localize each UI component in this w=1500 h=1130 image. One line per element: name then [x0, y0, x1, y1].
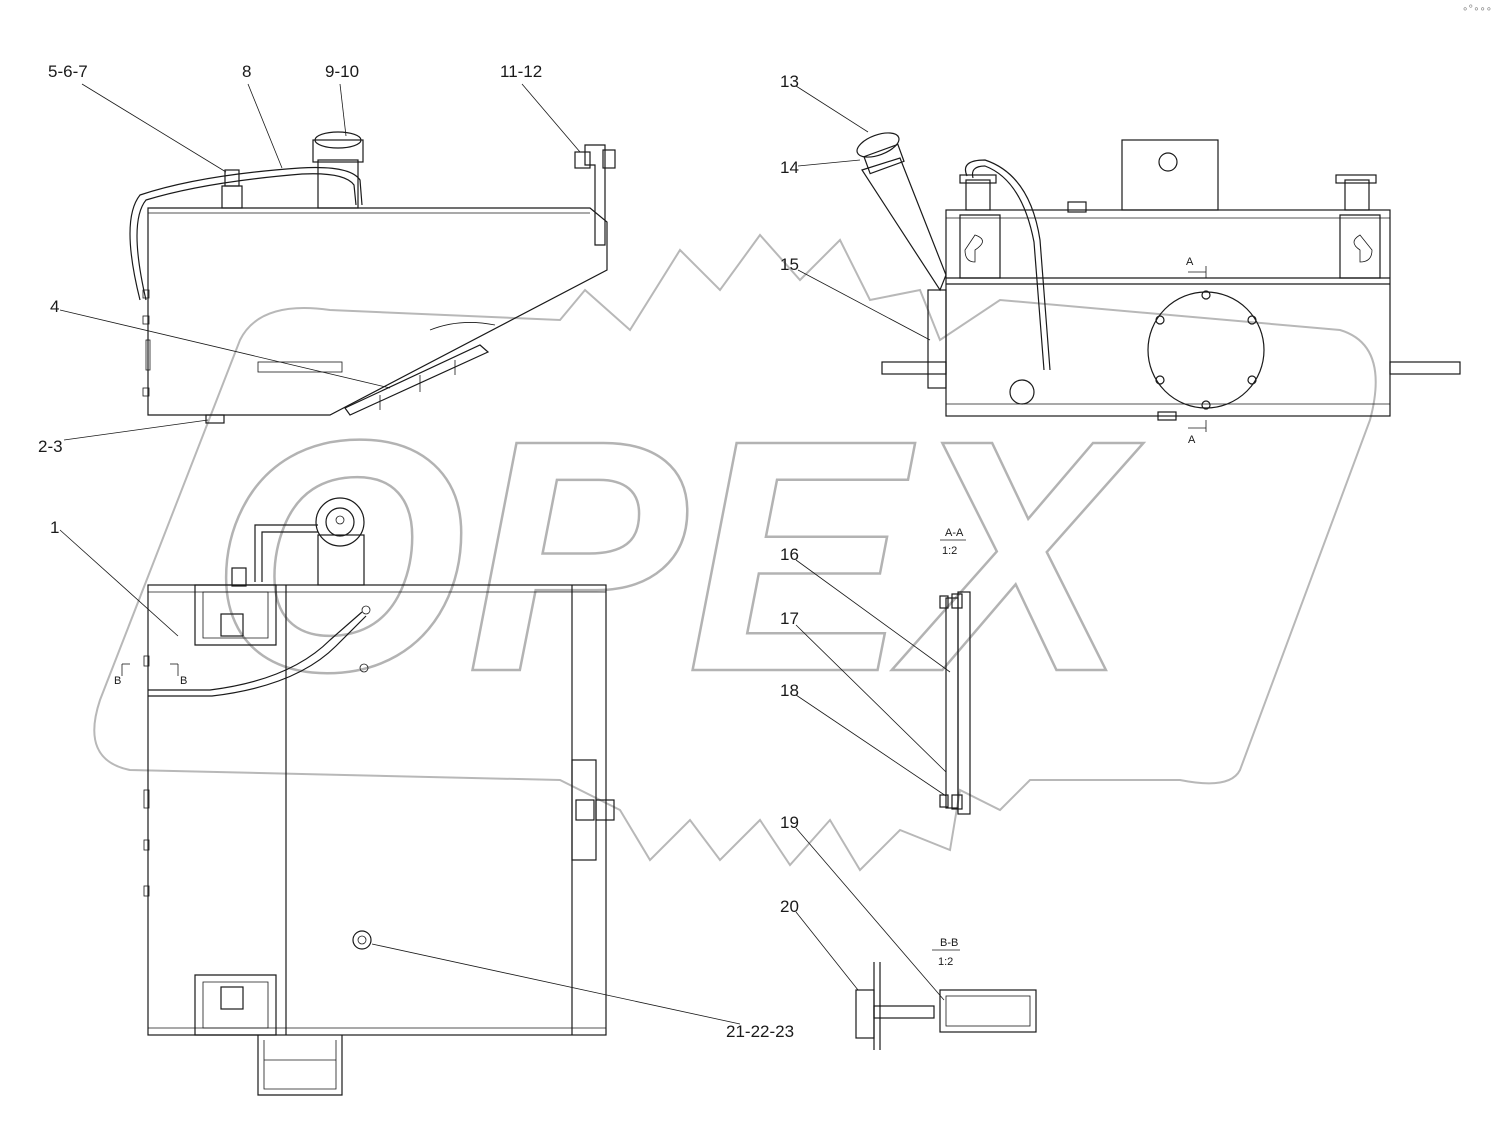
callout-17: 17	[780, 609, 799, 628]
callout-8: 8	[242, 62, 251, 81]
section-mark-b-right: B	[180, 675, 187, 687]
section-aa-scale: 1:2	[942, 545, 957, 557]
callout-19: 19	[780, 813, 799, 832]
callout-16: 16	[780, 545, 799, 564]
callout-5-6-7: 5-6-7	[48, 62, 88, 81]
callout-18: 18	[780, 681, 799, 700]
callout-14: 14	[780, 158, 799, 177]
corner-mark: ∘°∘∘∘	[1461, 4, 1492, 15]
callout-labels: 5-6-7 8 9-10 11-12 4 2-3 1 13 14 15 16 1…	[38, 62, 799, 1041]
tank-end-view	[856, 132, 1461, 432]
callout-13: 13	[780, 72, 799, 91]
section-mark-a-bottom: A	[1188, 434, 1196, 446]
callout-4: 4	[50, 297, 59, 316]
watermark-brand: OPEX	[210, 371, 1144, 740]
callout-1: 1	[50, 518, 59, 537]
section-mark-b-left: B	[114, 675, 121, 687]
section-bb-scale: 1:2	[938, 956, 953, 968]
section-bb	[855, 949, 1037, 1050]
tank-side-view	[129, 131, 616, 424]
leader-lines	[59, 83, 951, 1025]
callout-2-3: 2-3	[38, 437, 63, 456]
callout-15: 15	[780, 255, 799, 274]
callout-21-22-23: 21-22-23	[726, 1022, 794, 1041]
section-aa-title: A-A	[945, 527, 964, 539]
tank-top-view	[121, 497, 615, 1096]
watermark-gear	[93, 233, 1377, 872]
section-mark-a-top: A	[1186, 256, 1194, 268]
section-bb-title: B-B	[940, 937, 958, 949]
section-aa	[939, 539, 971, 815]
callout-20: 20	[780, 897, 799, 916]
callout-11-12: 11-12	[500, 62, 542, 81]
callout-9-10: 9-10	[325, 62, 359, 81]
